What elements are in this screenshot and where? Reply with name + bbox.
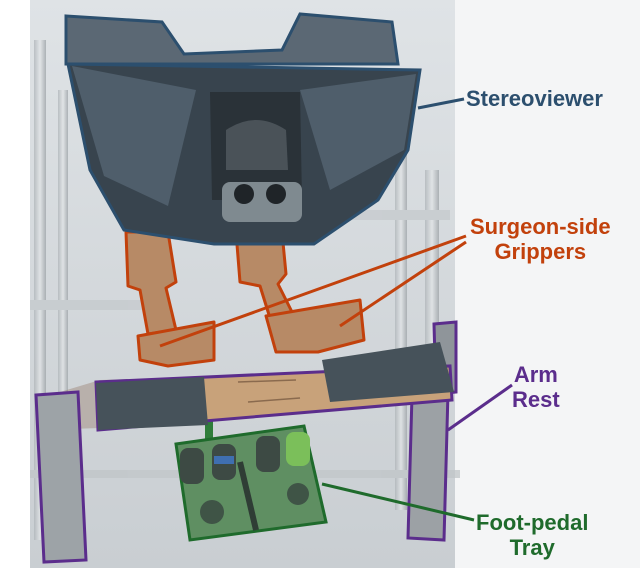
foot-tray-post [205, 410, 213, 448]
gripper-callout-line-1 [159, 234, 467, 348]
footpedal-label-line2: Tray [509, 535, 555, 560]
grippers-label-line1: Surgeon-side [470, 214, 611, 239]
arm-rest [34, 320, 458, 564]
armrest-label: Arm Rest [512, 362, 560, 412]
footpedal-label: Foot-pedal Tray [476, 510, 588, 560]
gripper-callout-line-2 [339, 240, 467, 328]
pedal-1 [180, 448, 204, 484]
foot-pedal-tray [174, 424, 328, 542]
stereoviewer-label-text: Stereoviewer [466, 86, 603, 111]
pedal-button-2 [287, 483, 309, 505]
footpedal-label-line1: Foot-pedal [476, 510, 589, 535]
stereoviewer-callout-line [417, 97, 465, 110]
armrest-label-line1: Arm [513, 362, 558, 387]
armrest-callout-line [447, 383, 513, 432]
pedal-button-1 [200, 500, 224, 524]
pedal-4 [286, 432, 310, 466]
grippers-label-line2: Grippers [494, 239, 587, 264]
grippers-label: Surgeon-side Grippers [470, 214, 611, 264]
armrest-label-line2: Rest [512, 387, 560, 412]
footpedal-callout-line [321, 482, 475, 522]
stereoviewer-unit [64, 12, 422, 246]
eyepiece-right [266, 184, 286, 204]
pedal-3 [256, 436, 280, 472]
stereoviewer-label: Stereoviewer [466, 86, 603, 111]
right-gripper [234, 230, 366, 354]
eyepiece-left [234, 184, 254, 204]
